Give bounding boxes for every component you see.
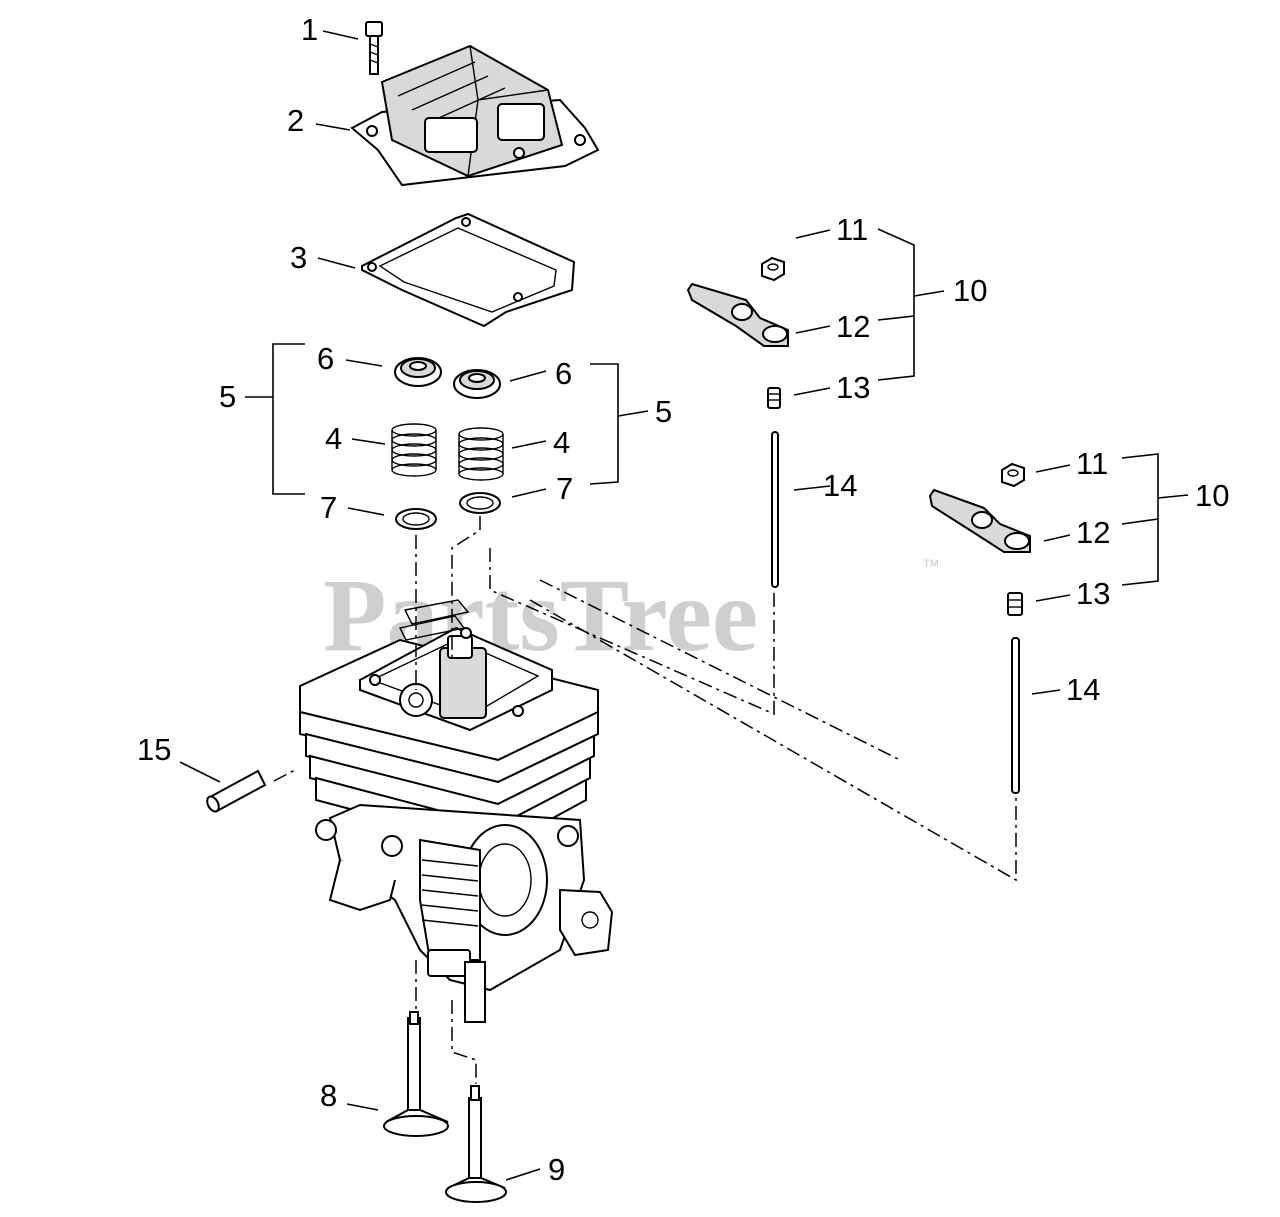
part-rocker-arm-b[interactable] [928, 488, 1031, 553]
callout-10-lower: 10 [1195, 478, 1229, 513]
part-dowel-pin[interactable] [205, 769, 267, 813]
callout-12-upper: 12 [836, 309, 870, 344]
callout-2: 2 [287, 103, 304, 138]
part-adjust-screw-b[interactable] [1007, 592, 1023, 616]
callout-15: 15 [137, 732, 171, 767]
part-valve-cover[interactable] [350, 44, 600, 187]
part-pushrod-b[interactable] [1011, 637, 1020, 794]
callout-13-upper: 13 [836, 370, 870, 405]
callout-14-lower: 14 [1066, 672, 1100, 707]
assembly-lines [273, 516, 1017, 1084]
callout-4-right: 4 [553, 425, 570, 460]
part-bolt[interactable] [365, 21, 383, 75]
callout-1: 1 [301, 12, 318, 47]
callout-labels: 1 2 3 4 4 5 5 6 6 7 7 8 9 10 10 11 11 12… [137, 12, 1229, 1187]
part-cylinder-block [299, 599, 614, 1023]
callout-9: 9 [548, 1152, 565, 1187]
part-rocker-arm-a[interactable] [686, 282, 789, 347]
part-valve-intake[interactable] [383, 1011, 449, 1137]
callout-13-lower: 13 [1076, 576, 1110, 611]
part-retainer-right[interactable] [453, 369, 501, 399]
callout-5-right: 5 [655, 394, 672, 429]
part-gasket[interactable] [361, 212, 576, 328]
part-spring-left[interactable] [391, 423, 437, 477]
callout-7-right: 7 [556, 471, 573, 506]
part-adjust-screw-a[interactable] [767, 387, 781, 409]
part-seat-right[interactable] [459, 492, 501, 514]
part-pushrod-a[interactable] [771, 431, 779, 588]
part-spring-right[interactable] [458, 427, 504, 481]
callout-4-left: 4 [325, 421, 342, 456]
part-valve-exhaust[interactable] [445, 1085, 507, 1203]
part-retainer-left[interactable] [394, 357, 442, 387]
callout-6-right: 6 [555, 356, 572, 391]
callout-10-upper: 10 [953, 273, 987, 308]
callout-8: 8 [320, 1078, 337, 1113]
callout-11-upper: 11 [836, 212, 868, 247]
callout-11-lower: 11 [1076, 446, 1108, 481]
part-rocker-nut-b[interactable] [1001, 462, 1025, 488]
callout-6-left: 6 [317, 341, 334, 376]
part-rocker-nut-a[interactable] [761, 256, 785, 282]
watermark-trademark: ™ [922, 556, 940, 576]
callout-12-lower: 12 [1076, 515, 1110, 550]
callout-7-left: 7 [320, 490, 337, 525]
callout-3: 3 [290, 240, 307, 275]
part-seat-left[interactable] [395, 508, 437, 530]
leader-lines [179, 30, 1189, 1181]
callout-14-upper: 14 [823, 468, 857, 503]
callout-5-left: 5 [219, 379, 236, 414]
